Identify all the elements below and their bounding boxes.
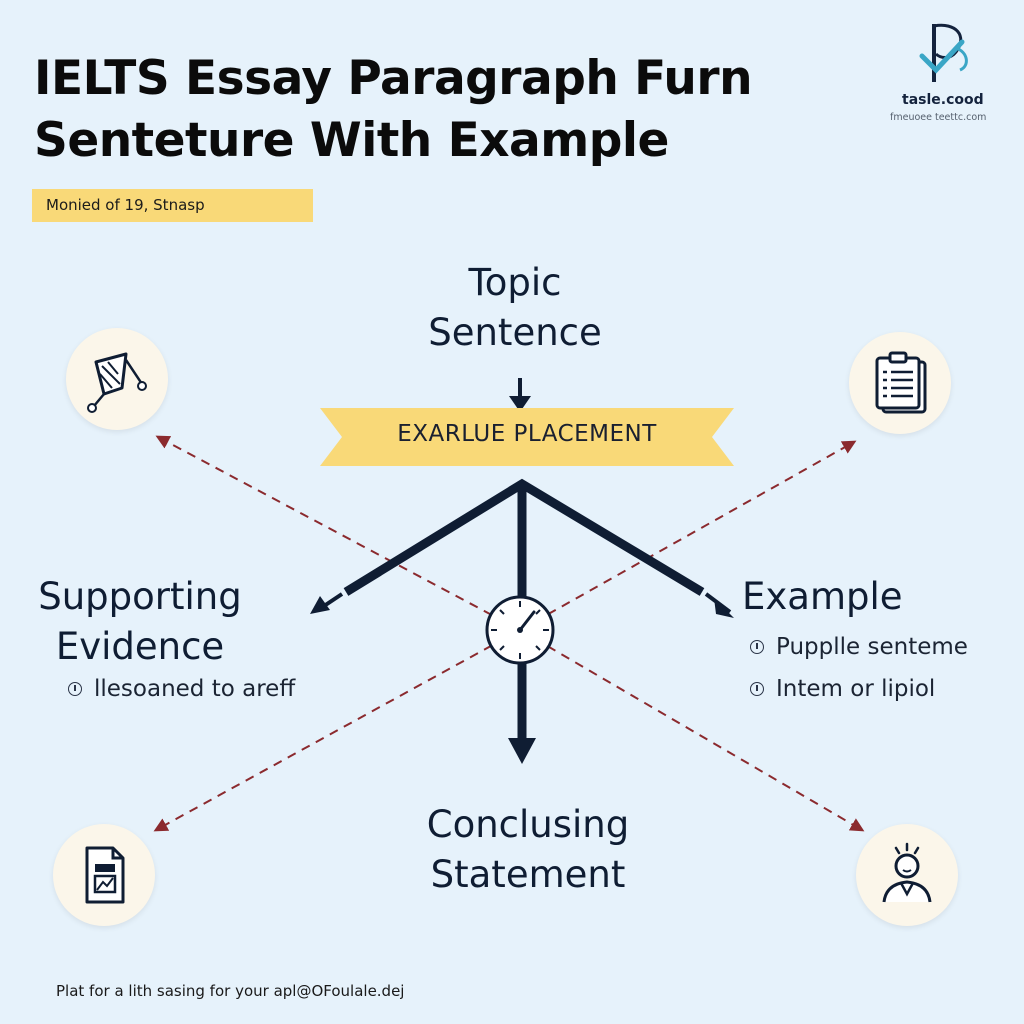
concluding-line-2: Statement: [430, 853, 626, 896]
supporting-line-1: Supporting: [38, 575, 242, 618]
pen-drawing-glyph: [87, 352, 147, 413]
example-item-text: Pupplle senteme: [776, 634, 968, 660]
clock-bullet-icon: [750, 640, 764, 654]
topic-line-1: Topic: [468, 261, 562, 304]
logo-name: tasle.cood: [902, 92, 984, 108]
clipboard-icon: [849, 332, 951, 434]
clipboard-glyph: [875, 351, 927, 414]
banner-label: EXARLUE PLACEMENT: [397, 421, 657, 447]
page-title: IELTS Essay Paragraph Furn Senteture Wit…: [34, 48, 753, 172]
concluding-statement-label: Conclusing Statement: [388, 800, 668, 900]
clock-bullet-icon: [68, 682, 82, 696]
clock-icon: [485, 595, 555, 665]
title-line-1: IELTS Essay Paragraph Furn: [34, 51, 753, 106]
title-line-2: Senteture With Example: [34, 113, 669, 168]
supporting-evidence-label: Supporting Evidence: [20, 572, 260, 672]
document-glyph: [85, 846, 125, 904]
topic-arrow: [509, 378, 531, 412]
person-glyph: [882, 842, 932, 903]
dashed-line-center-br: [519, 629, 865, 832]
topic-line-2: Sentence: [428, 311, 602, 354]
dashed-line-center-bl: [153, 629, 521, 832]
dashed-line-tl-br: [155, 435, 521, 631]
example-label: Example: [742, 572, 932, 622]
supporting-item: llesoaned to areff: [68, 676, 295, 702]
example-item-text: Intem or lipiol: [776, 676, 936, 702]
brand-logo[interactable]: tasle.cood fmeuoee teettc.com: [884, 18, 1014, 128]
topic-sentence-label: Topic Sentence: [410, 258, 620, 358]
supporting-item-text: llesoaned to areff: [94, 676, 296, 702]
down-arrowhead: [508, 738, 536, 764]
document-icon: [53, 824, 155, 926]
date-tag: Monied of 19, Stnasp: [32, 189, 313, 222]
example-item: Pupplle senteme: [750, 634, 968, 660]
footer-note: Plat for a lith sasing for your apl@OFou…: [56, 982, 405, 1000]
left-arrowhead: [310, 596, 330, 614]
pen-drawing-icon: [66, 328, 168, 430]
person-icon: [856, 824, 958, 926]
logo-mark-icon: [919, 23, 968, 82]
concluding-line-1: Conclusing: [426, 803, 630, 846]
clock-bullet-icon: [750, 682, 764, 696]
dashed-connectors: [153, 435, 865, 832]
example-line-1: Example: [742, 575, 903, 618]
example-item: Intem or lipiol: [750, 676, 935, 702]
logo-subtitle: fmeuoee teettc.com: [890, 112, 987, 123]
placement-banner: [320, 408, 734, 466]
supporting-line-2: Evidence: [55, 625, 225, 668]
